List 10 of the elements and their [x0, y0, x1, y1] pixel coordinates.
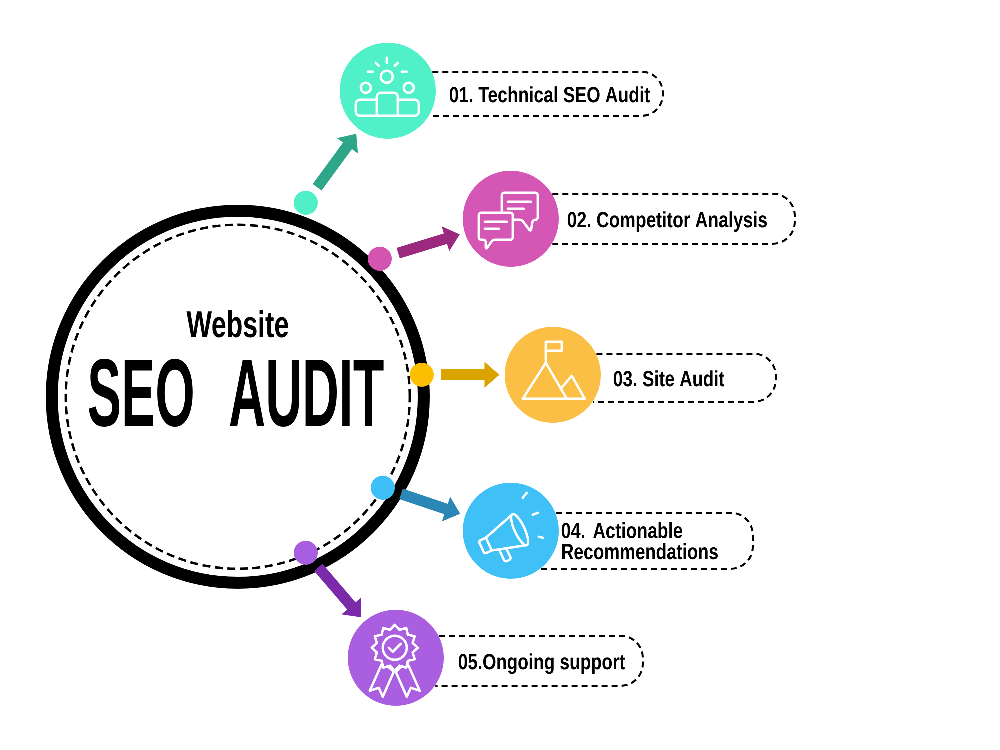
dot	[410, 363, 434, 387]
dot	[368, 247, 392, 271]
step-label: 05.Ongoing support	[436, 635, 644, 687]
subheading: Website	[186, 310, 288, 338]
title: SEO AUDIT	[89, 359, 384, 427]
step-label: 03. Site Audit	[593, 353, 777, 403]
step-label: 01. Technical SEO Audit	[430, 71, 664, 117]
step-label: 04. Actionable Recommendations	[541, 512, 754, 570]
step-label: 02. Competitor Analysis	[552, 193, 796, 245]
dot	[294, 191, 318, 215]
